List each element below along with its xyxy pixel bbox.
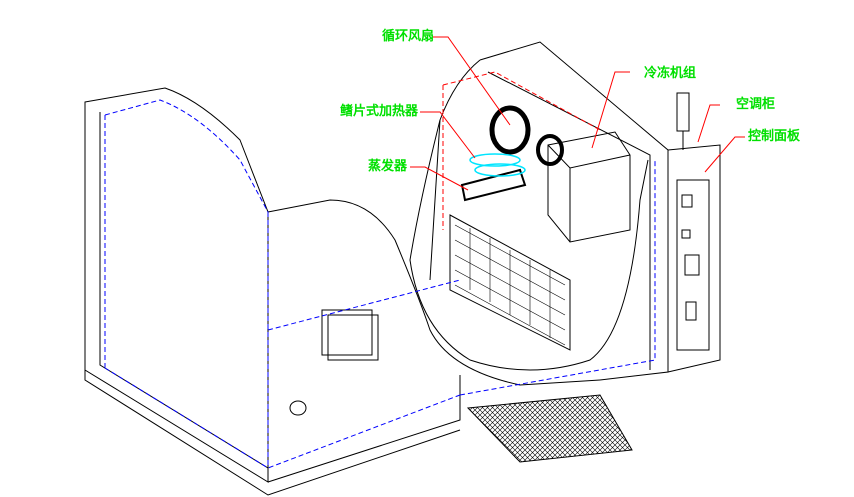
label-ac-cabinet: 空调柜 — [736, 97, 776, 112]
circulating-fan — [489, 105, 531, 155]
fin-heater-coil — [469, 153, 526, 177]
label-control-panel: 控制面板 — [748, 129, 801, 144]
label-refrigeration-unit: 冷冻机组 — [644, 66, 697, 81]
label-fin-heater: 鳍片式加热器 — [340, 104, 419, 119]
label-evaporator: 蒸发器 — [368, 159, 408, 174]
refrigeration-unit — [547, 131, 631, 243]
test-chamber-body — [84, 87, 269, 483]
control-panel — [667, 144, 721, 373]
leader-lines — [410, 36, 745, 191]
label-circulating-fan: 循环风扇 — [382, 29, 435, 44]
evaporator-grille — [449, 214, 571, 351]
ac-cabinet-body — [479, 41, 669, 381]
